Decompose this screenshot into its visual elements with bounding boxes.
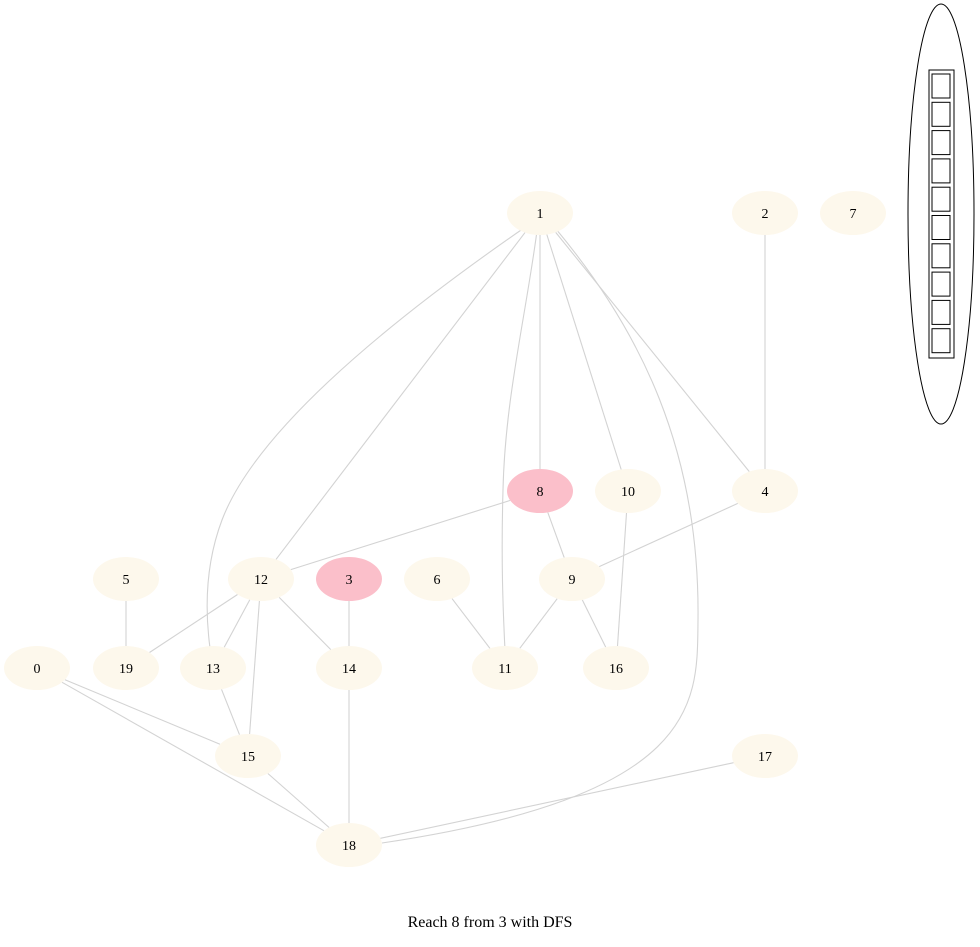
edge-6-11 [451,598,491,649]
node-ellipse [4,646,70,690]
stack-slot [931,130,951,156]
node-label: 13 [206,662,220,677]
node-7: 7 [820,191,886,235]
node-19: 19 [93,646,159,690]
node-17: 17 [732,734,798,778]
stack-slot [931,73,951,99]
node-label: 3 [346,573,353,588]
node-8: 8 [507,469,573,513]
node-12: 12 [228,557,294,601]
node-ellipse [316,557,382,601]
edge-13-15 [220,689,241,735]
node-11: 11 [472,646,538,690]
node-ellipse [404,557,470,601]
stack-outline [907,3,975,425]
node-2: 2 [732,191,798,235]
edge-1-18 [381,228,699,844]
edge-10-16 [616,512,628,647]
node-ellipse [820,191,886,235]
graph-edges [61,227,766,844]
node-label: 1 [537,207,544,222]
node-ellipse [316,823,382,867]
node-label: 8 [537,485,544,500]
edge-9-11 [519,598,558,649]
node-label: 10 [621,485,635,500]
node-ellipse [507,191,573,235]
edge-4-9 [598,502,739,568]
node-label: 12 [254,573,268,588]
stack-slot [931,101,951,127]
node-ellipse [507,469,573,513]
node-label: 7 [850,207,857,222]
stack-slot [931,186,951,212]
node-4: 4 [732,469,798,513]
edge-8-9 [547,512,565,558]
node-14: 14 [316,646,382,690]
edge-17-18 [380,762,734,839]
edge-1-12 [275,232,526,560]
node-label: 4 [762,485,769,500]
stack-slot [931,158,951,184]
stack-panel [907,3,975,425]
node-ellipse [539,557,605,601]
node-16: 16 [583,646,649,690]
node-label: 19 [119,662,133,677]
node-15: 15 [215,734,281,778]
node-ellipse [93,646,159,690]
node-label: 2 [762,207,769,222]
edge-8-12 [290,499,511,571]
edge-12-19 [149,594,238,653]
node-label: 16 [609,662,623,677]
edge-15-18 [267,773,330,828]
node-label: 17 [758,750,772,765]
node-10: 10 [595,469,661,513]
edge-1-4 [555,232,750,472]
edge-9-16 [581,599,607,648]
stack-slot [931,271,951,297]
node-13: 13 [180,646,246,690]
node-ellipse [732,191,798,235]
stack-slot [931,215,951,240]
edge-12-13 [223,599,251,648]
node-ellipse [583,646,649,690]
edge-0-15 [64,679,221,745]
node-6: 6 [404,557,470,601]
node-label: 9 [569,573,576,588]
edge-1-11 [501,230,538,651]
node-label: 14 [342,662,356,677]
node-9: 9 [539,557,605,601]
node-ellipse [215,734,281,778]
node-label: 5 [123,573,130,588]
stack-slot [931,243,951,269]
node-5: 5 [93,557,159,601]
node-ellipse [732,469,798,513]
node-3: 3 [316,557,382,601]
node-label: 0 [34,662,41,677]
node-label: 6 [434,573,441,588]
node-ellipse [316,646,382,690]
node-ellipse [93,557,159,601]
edge-0-18 [61,681,325,832]
node-ellipse [595,469,661,513]
edge-12-14 [278,597,332,650]
node-ellipse [732,734,798,778]
edge-1-13 [206,227,525,649]
stack-frame [928,69,955,359]
node-label: 11 [498,662,511,677]
node-label: 15 [241,750,255,765]
node-label: 18 [342,839,356,854]
node-1: 1 [507,191,573,235]
node-18: 18 [316,823,382,867]
node-ellipse [228,557,294,601]
node-0: 0 [4,646,70,690]
node-ellipse [180,646,246,690]
diagram-caption: Reach 8 from 3 with DFS [407,914,573,931]
edge-1-10 [546,234,622,470]
stack-slot [931,299,951,325]
stack-slot [931,328,951,354]
node-ellipse [472,646,538,690]
edge-12-15 [249,600,260,735]
